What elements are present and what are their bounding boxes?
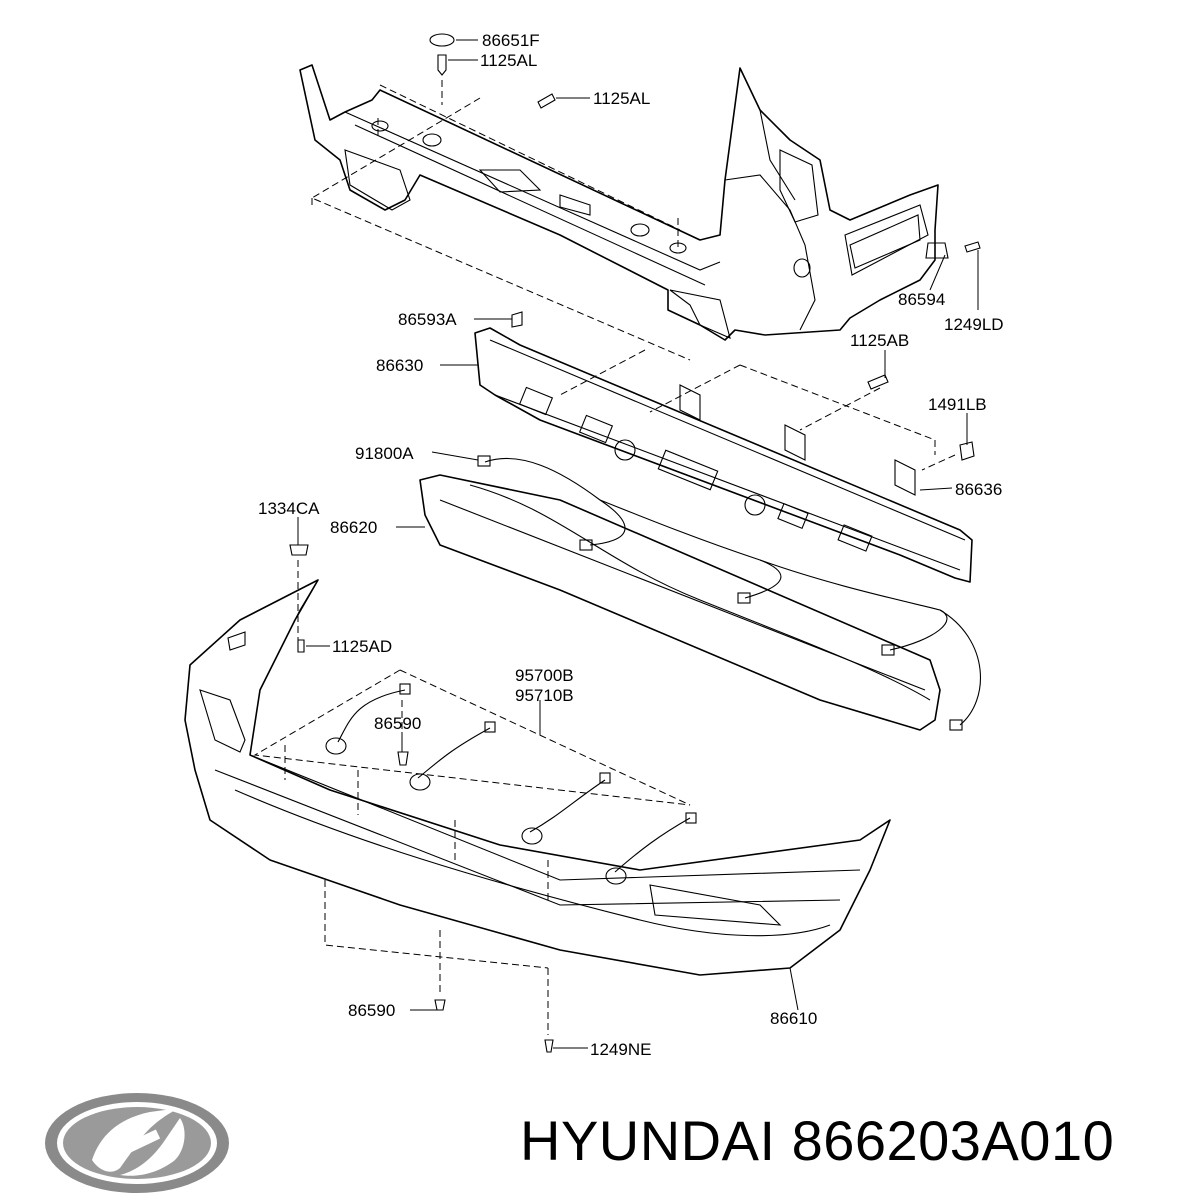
callout-1249LD: 1249LD: [944, 315, 1004, 334]
callout-1334CA: 1334CA: [258, 499, 320, 518]
bumper-absorber-86630: [474, 327, 973, 583]
hyundai-logo: [45, 1093, 229, 1193]
callout-95700B: 95700B: [515, 666, 574, 685]
rear-body-panel: [299, 64, 939, 341]
callout-1125AD: 1125AD: [332, 637, 392, 656]
callout-86651F: 86651F: [482, 31, 540, 50]
callout-86620: 86620: [330, 518, 377, 537]
callout-labels: 86651F 1125AL 1125AL 86594 1249LD 86593A…: [258, 31, 1004, 1059]
callout-86593A: 86593A: [398, 310, 457, 329]
callout-91800A: 91800A: [355, 444, 414, 463]
callout-86590-bottom: 86590: [348, 1001, 395, 1020]
callout-86594: 86594: [898, 290, 945, 309]
callout-1125AL-top: 1125AL: [480, 51, 537, 70]
callout-1249NE: 1249NE: [590, 1040, 651, 1059]
callout-86610: 86610: [770, 1009, 817, 1028]
callout-95710B: 95710B: [515, 686, 574, 705]
fasteners: [289, 33, 981, 1053]
leader-lines: [297, 39, 979, 1049]
wiring-harness-91800A: [477, 455, 981, 731]
parking-sensors-95700B: [325, 683, 697, 885]
callout-1125AL: 1125AL: [593, 89, 650, 108]
callout-86636: 86636: [955, 480, 1002, 499]
bumper-lower-86620: [419, 474, 941, 731]
callout-1125AB: 1125AB: [850, 331, 909, 350]
bumper-fascia-86610: [184, 579, 891, 976]
footer-part-caption: HYUNDAI 866203A010: [520, 1109, 1115, 1172]
callout-1491LB: 1491LB: [928, 395, 987, 414]
assembly-dashed-lines: [253, 80, 956, 1035]
callout-86630: 86630: [376, 356, 423, 375]
callout-86590-sensor: 86590: [374, 714, 421, 733]
